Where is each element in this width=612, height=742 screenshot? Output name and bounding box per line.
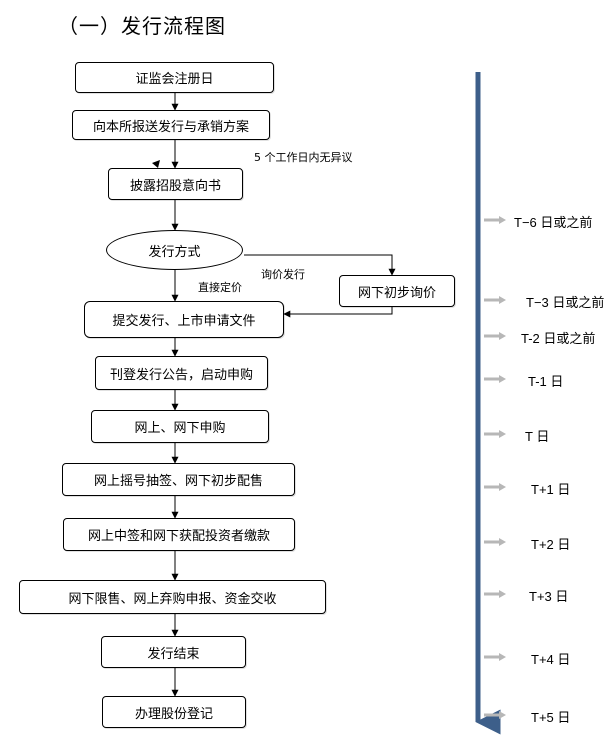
timeline-tick-arrows	[484, 216, 506, 719]
step-settlement: 网下限售、网上弃购申报、资金交收	[19, 580, 326, 614]
step-registration: 证监会注册日	[75, 62, 274, 93]
step-payment: 网上中签和网下获配投资者缴款	[63, 518, 295, 551]
step-submit-plan: 向本所报送发行与承销方案	[72, 110, 270, 140]
step-offline-inquiry: 网下初步询价	[339, 275, 455, 307]
step-lottery-allocation: 网上摇号抽签、网下初步配售	[62, 463, 295, 496]
note-no-objection: 5 个工作日内无异议	[254, 151, 353, 164]
timeline-tick-arrowhead	[499, 590, 506, 598]
note-inquiry: 询价发行	[261, 268, 305, 281]
timeline-tick-arrowhead	[499, 375, 506, 383]
timeline-tick-arrowhead	[499, 711, 506, 719]
timeline-tick-arrowhead	[499, 430, 506, 438]
step-submit-listing-docs: 提交发行、上市申请文件	[84, 301, 284, 338]
timeline-label: T-2 日或之前	[521, 331, 596, 346]
page-title: （一）发行流程图	[58, 14, 226, 38]
timeline-label: T−6 日或之前	[514, 215, 593, 230]
timeline-tick-arrowhead	[499, 332, 506, 340]
timeline-tick-arrowhead	[499, 216, 506, 224]
timeline-label: T+5 日	[531, 710, 571, 725]
arrow-inquiry-back	[283, 307, 393, 318]
timeline-tick-arrowhead	[499, 296, 506, 304]
timeline-tick-arrowhead	[499, 653, 506, 661]
step-publish-announcement: 刊登发行公告，启动申购	[95, 356, 268, 390]
arrow-inquiry	[244, 254, 396, 276]
step-issuance-method: 发行方式	[106, 230, 243, 270]
timeline-tick-arrowhead	[499, 483, 506, 491]
timeline-label: T 日	[525, 429, 550, 444]
timeline-label: T+2 日	[531, 537, 571, 552]
timeline-label: T−3 日或之前	[526, 295, 605, 310]
timeline-label: T+4 日	[531, 652, 571, 667]
step-disclose-prospectus: 披露招股意向书	[108, 168, 243, 200]
step-share-registration: 办理股份登记	[102, 696, 246, 728]
timeline-tick-arrowhead	[499, 538, 506, 546]
note-direct-pricing: 直接定价	[198, 281, 242, 294]
timeline-label: T+3 日	[529, 589, 569, 604]
timeline-label: T+1 日	[531, 482, 571, 497]
step-issuance-end: 发行结束	[101, 636, 246, 668]
timeline-label: T-1 日	[528, 374, 564, 389]
pointer-triangle	[152, 160, 160, 168]
step-subscription: 网上、网下申购	[91, 410, 269, 443]
